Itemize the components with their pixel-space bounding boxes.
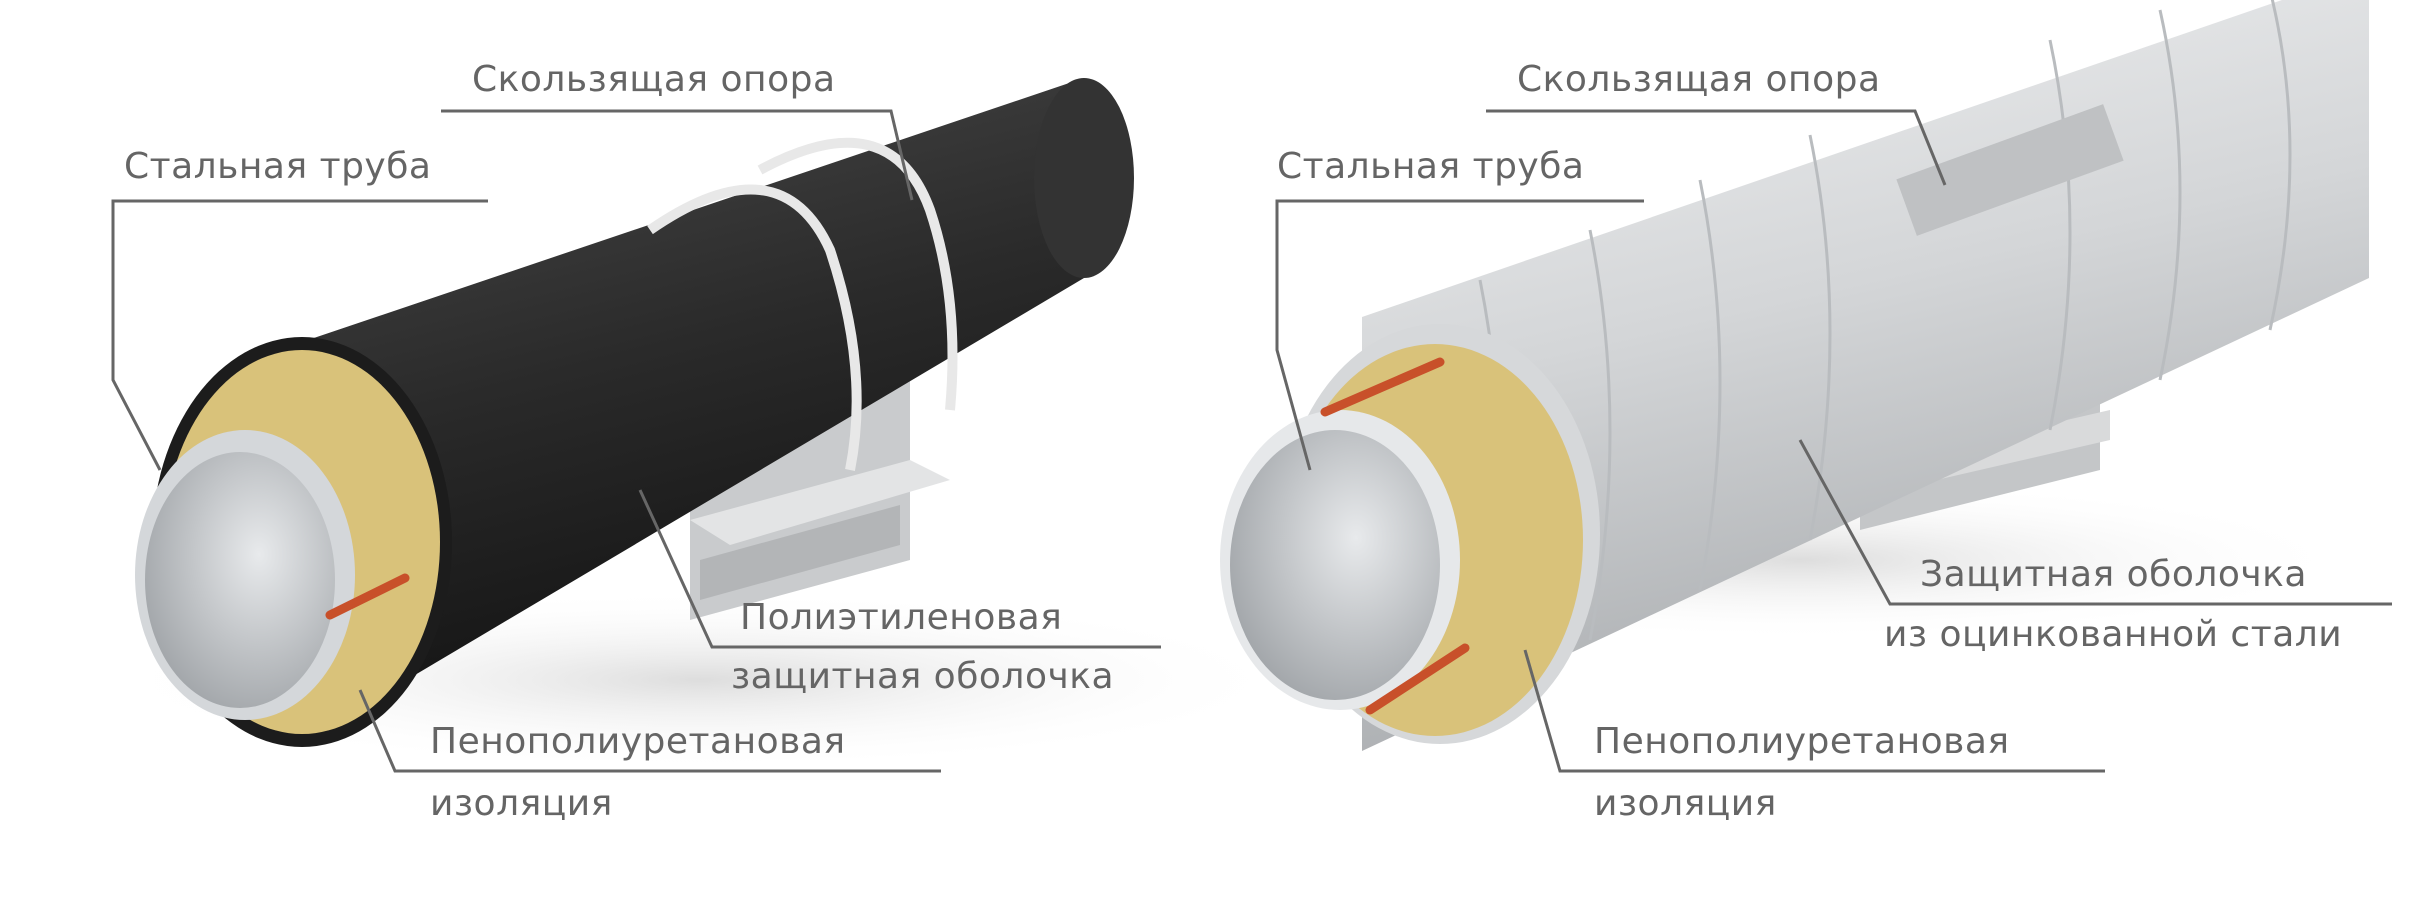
- polyethylene-shell: [302, 78, 1084, 742]
- leader-left-shell: [638, 489, 1161, 649]
- leader-left-insulation: [358, 689, 941, 773]
- leader-left-support: [441, 109, 914, 201]
- label-right-shell-line2: из оцинкованной стали: [1884, 614, 2343, 655]
- support-clamp: [647, 184, 862, 471]
- leader-right-insulation: [1523, 649, 2105, 773]
- label-right-insulation-line1: Пенополиуретановая: [1594, 721, 2010, 762]
- leader-left-steel: [111, 199, 488, 471]
- leader-right-steel: [1275, 199, 1644, 471]
- signal-wire: [1365, 643, 1470, 715]
- label-right-sliding-support: Скользящая опора: [1517, 59, 1881, 100]
- leader-right-shell: [1798, 439, 2392, 606]
- right-pipe: [1220, 0, 2369, 751]
- label-left-sliding-support: Скользящая опора: [472, 59, 836, 100]
- leader-right-support: [1486, 109, 1947, 186]
- label-left-insulation-line1: Пенополиуретановая: [430, 721, 846, 762]
- left-pipe: [100, 78, 1300, 770]
- label-left-shell-line1: Полиэтиленовая: [740, 597, 1063, 638]
- signal-wire: [325, 573, 410, 620]
- label-right-steel-pipe: Стальная труба: [1277, 146, 1585, 187]
- support-clamp: [1896, 104, 2124, 236]
- signal-wire: [1320, 357, 1445, 417]
- label-right-insulation-line2: изоляция: [1594, 783, 1777, 824]
- galvanized-shell: [1362, 0, 2369, 751]
- label-right-shell-line1: Защитная оболочка: [1920, 554, 2307, 595]
- label-left-shell-line2: защитная оболочка: [731, 656, 1115, 697]
- leader-lines: [111, 109, 2392, 773]
- label-left-insulation-line2: изоляция: [430, 783, 613, 824]
- label-left-steel-pipe: Стальная труба: [124, 146, 432, 187]
